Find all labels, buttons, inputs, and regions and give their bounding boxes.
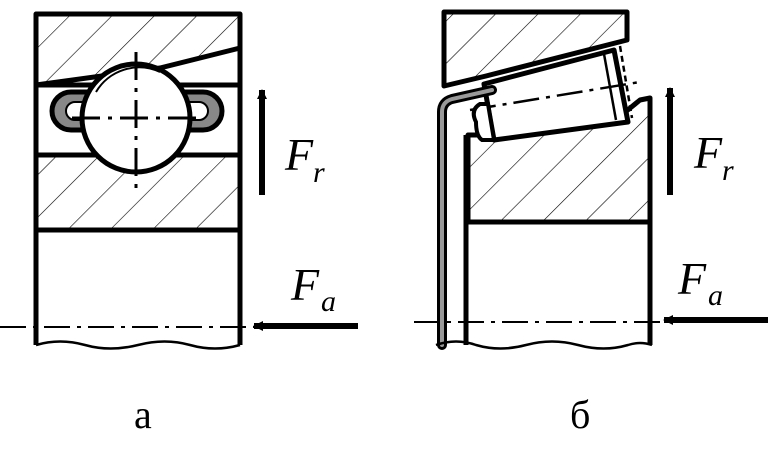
panel-b-tapered-roller-bearing: F r F a б bbox=[414, 9, 768, 437]
break-line-a bbox=[35, 340, 241, 350]
panel-a-ball-bearing: F r F a а bbox=[0, 11, 358, 437]
axial-force-subscript-b: a bbox=[708, 279, 723, 312]
caption-a: а bbox=[134, 392, 152, 437]
radial-force-symbol-b: F bbox=[693, 127, 723, 178]
radial-force-subscript-b: r bbox=[722, 154, 734, 187]
axial-force-symbol-a: F bbox=[290, 259, 320, 310]
outer-ring-b bbox=[441, 9, 630, 89]
caption-b: б bbox=[570, 392, 590, 437]
radial-force-subscript-a: r bbox=[313, 156, 325, 189]
axial-force-subscript-a: a bbox=[321, 285, 336, 318]
break-line-b bbox=[435, 340, 653, 350]
radial-force-symbol-a: F bbox=[284, 129, 314, 180]
axial-force-symbol-b: F bbox=[677, 253, 707, 304]
